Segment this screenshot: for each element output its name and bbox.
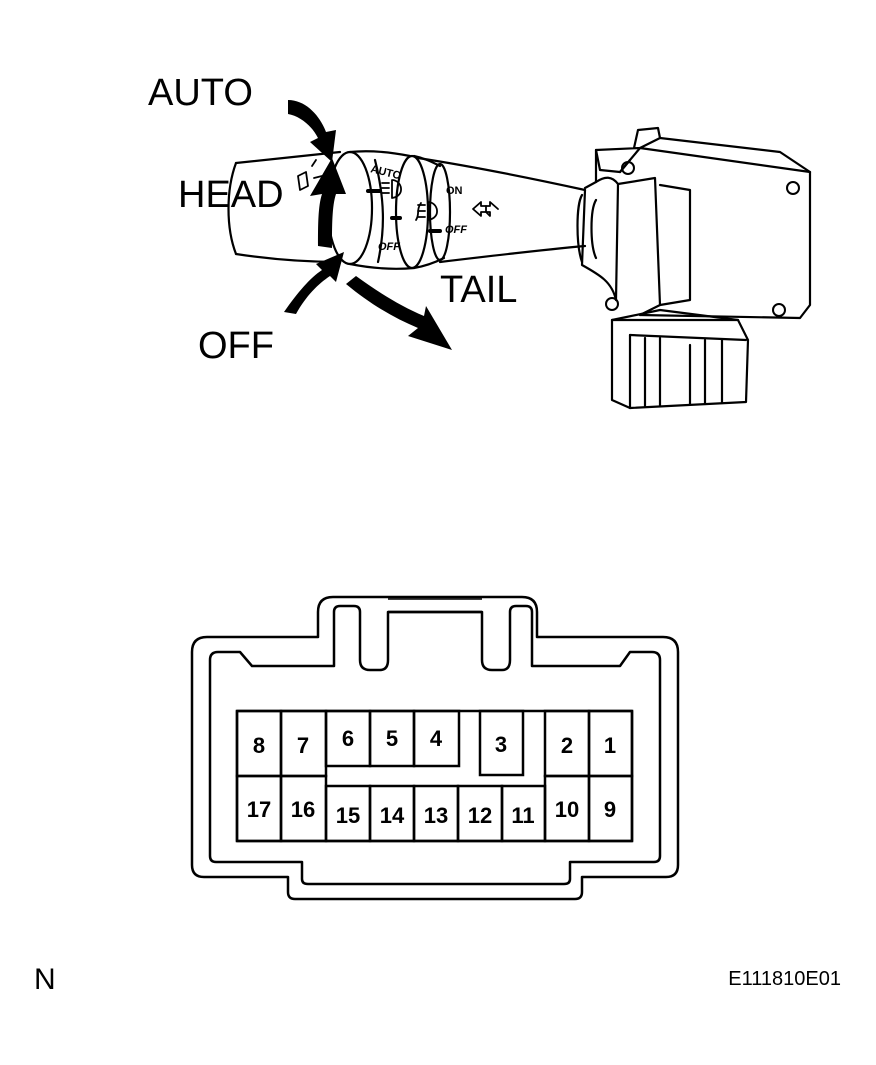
pin-label-13: 13 — [424, 803, 448, 828]
pin-label-10: 10 — [555, 797, 579, 822]
pin-label-14: 14 — [380, 803, 405, 828]
turn-signal-icon — [472, 201, 499, 217]
pin-cavity-3 — [478, 709, 525, 777]
lever-stalk — [227, 150, 587, 264]
ring-label-off: OFF — [378, 241, 400, 253]
pin-label-15: 15 — [336, 803, 360, 828]
off-arrow — [284, 252, 344, 314]
pin-cavity-9 — [587, 774, 634, 843]
pin-label-9: 9 — [604, 797, 616, 822]
position-label-auto: AUTO — [148, 72, 253, 114]
pin-cavities — [235, 709, 634, 843]
pin-label-11: 11 — [511, 803, 534, 828]
ring-label-auto: AUTO — [369, 163, 402, 182]
auto-arrow — [288, 100, 336, 162]
position-arrows — [284, 100, 452, 350]
connector-outer-housing — [190, 595, 680, 901]
pin-label-16: 16 — [291, 797, 315, 822]
mounting-holes — [605, 161, 800, 317]
pin-label-1: 1 — [604, 733, 616, 758]
headlight-switch-illustration — [227, 126, 812, 410]
pin-numbers-top: 8 7 6 5 4 3 2 1 — [253, 726, 616, 758]
pin-label-17: 17 — [247, 797, 271, 822]
pin-label-3: 3 — [495, 732, 507, 757]
pin-numbers-bottom: 17 16 15 14 13 12 11 10 9 — [247, 797, 616, 828]
pin-label-2: 2 — [561, 733, 573, 758]
connector-inner-housing — [208, 604, 662, 886]
pin-label-4: 4 — [430, 726, 443, 751]
head-arrow — [310, 158, 346, 248]
pin-cavity-4 — [412, 709, 461, 768]
position-label-tail: TAIL — [440, 269, 517, 311]
position-label-off: OFF — [198, 325, 274, 367]
ring-marks — [366, 189, 442, 233]
pin-label-5: 5 — [386, 726, 398, 751]
fog-label-on: ON — [446, 185, 463, 197]
position-label-head: HEAD — [178, 174, 284, 216]
headlight-icon — [381, 179, 402, 199]
parking-light-icon — [297, 159, 323, 191]
fog-light-icon — [415, 201, 438, 221]
view-letter: N — [34, 963, 56, 996]
pin-label-8: 8 — [253, 733, 265, 758]
tail-arrow — [346, 276, 452, 350]
figure-id: E111810E01 — [728, 968, 841, 990]
pin-label-6: 6 — [342, 726, 354, 751]
fog-label-off: OFF — [445, 224, 467, 236]
pin-label-12: 12 — [468, 803, 492, 828]
pin-label-7: 7 — [297, 733, 309, 758]
switch-body — [576, 126, 812, 410]
